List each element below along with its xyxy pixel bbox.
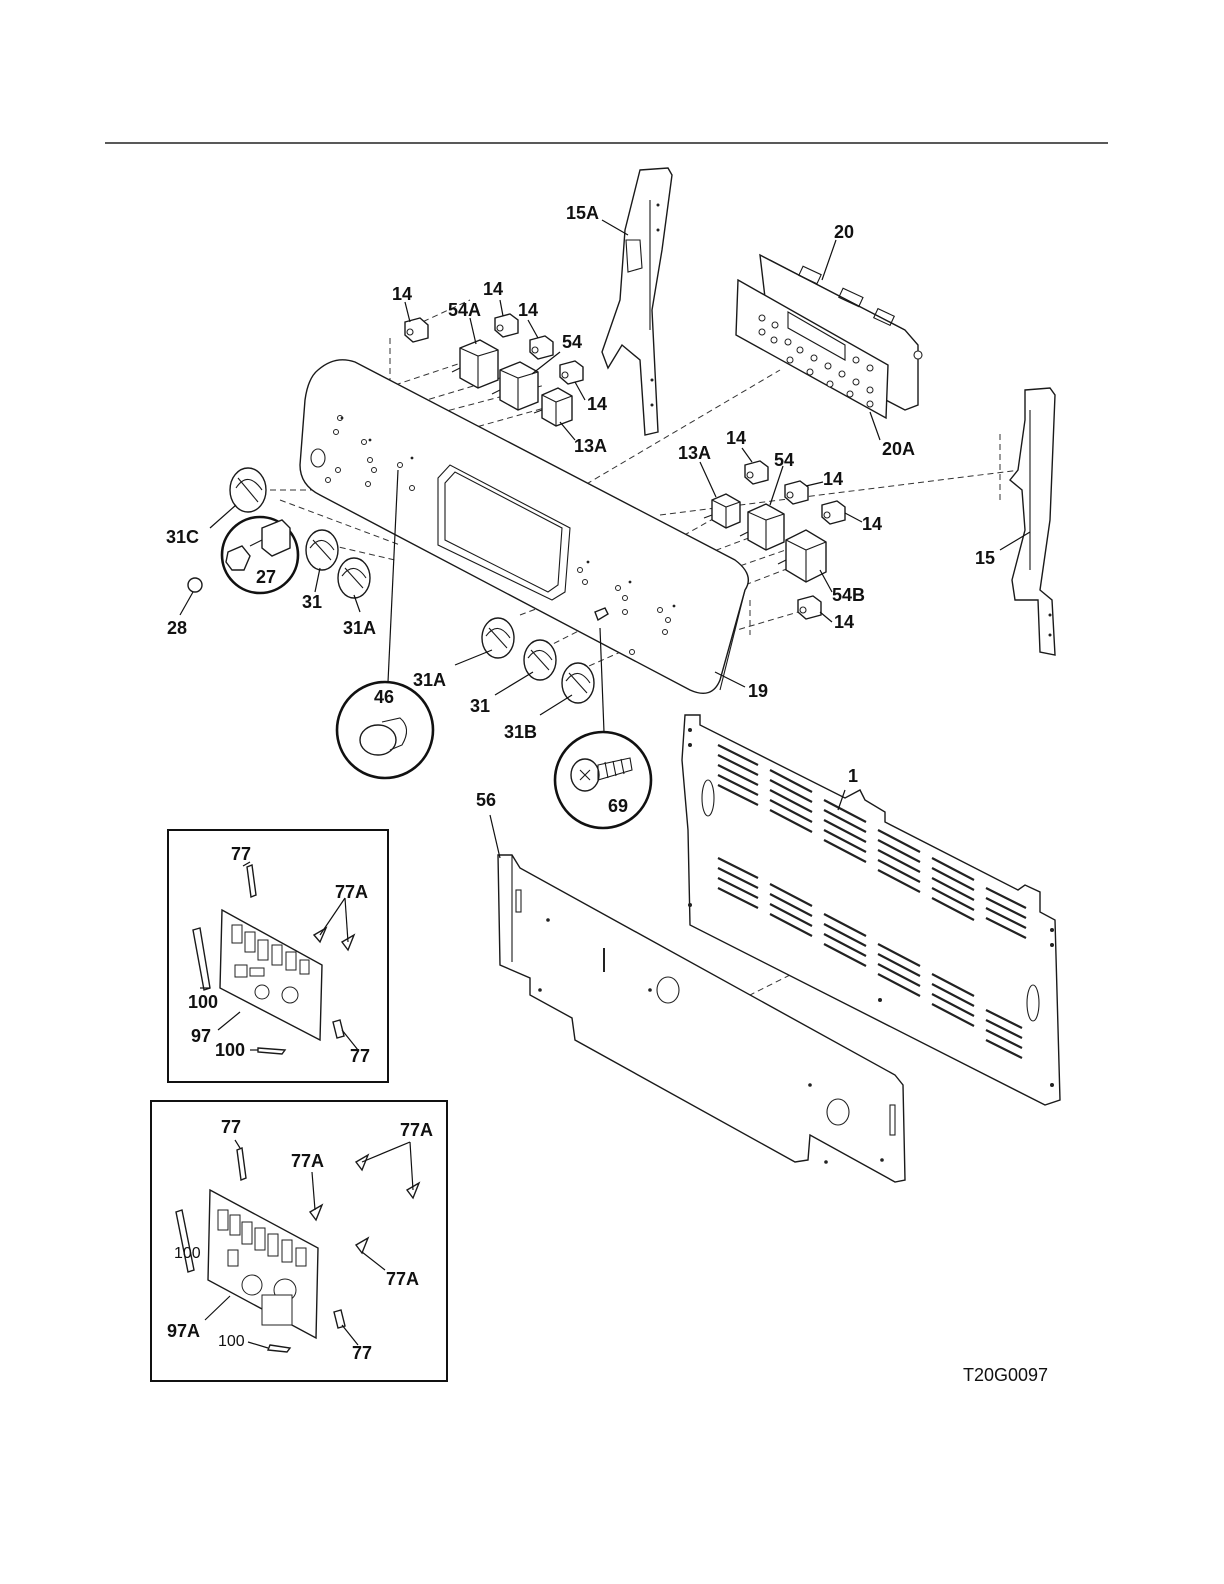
callout-56: 56 [476,790,496,810]
callout-box2-100-top: 100 [174,1245,201,1262]
infinite-switch-13A-right [704,494,740,528]
infinite-switch-54-upper [492,362,538,410]
infinite-switch-54A [452,340,498,388]
callout-14-g: 14 [862,514,882,534]
side-bracket-left-15A [602,168,672,435]
switch-14-right-a [745,461,768,484]
callout-54B: 54B [832,585,865,605]
callout-31A-lower: 31A [413,670,446,690]
callout-31B: 31B [504,722,537,742]
callout-box2-77A-mid: 77A [291,1151,324,1171]
callout-20: 20 [834,222,854,242]
callout-20A: 20A [882,439,915,459]
infinite-switch-54B [778,530,826,582]
callout-13A-upper: 13A [574,436,607,456]
callout-28: 28 [167,618,187,638]
knob-31B [562,663,594,703]
switch-14-right-b [785,481,808,504]
callout-46: 46 [374,687,394,707]
switch-14-upper-c [530,336,553,359]
callout-box1-100-bottom: 100 [215,1040,245,1060]
callout-27: 27 [256,567,276,587]
knob-insert-28 [188,578,202,592]
callout-69: 69 [608,796,628,816]
callout-14-f: 14 [823,469,843,489]
diagram-code: T20G0097 [963,1365,1048,1385]
callout-1: 1 [848,766,858,786]
callout-19: 19 [748,681,768,701]
infinite-switch-54-right [740,504,784,550]
callout-box1-77-top: 77 [231,844,251,864]
callout-14-b: 14 [483,279,503,299]
infinite-switch-13A-upper [534,388,572,426]
callout-31A-left: 31A [343,618,376,638]
callout-31-left: 31 [302,592,322,612]
switch-14-right-c [822,501,845,524]
switch-14-upper-d [560,361,583,384]
callout-31-lower: 31 [470,696,490,716]
callout-14-h: 14 [834,612,854,632]
callout-54-upper: 54 [562,332,582,352]
callout-box1-97: 97 [191,1026,211,1046]
callout-box2-100-bottom: 100 [218,1333,245,1350]
switch-14-right-d [798,596,821,619]
callout-box1-77A: 77A [335,882,368,902]
control-panel-19 [300,360,748,694]
callout-box2-97A: 97A [167,1321,200,1341]
callout-14-d: 14 [587,394,607,414]
callout-box2-77A-top: 77A [400,1120,433,1140]
callout-14-c: 14 [518,300,538,320]
callout-13A-right: 13A [678,443,711,463]
side-bracket-right-15 [1010,388,1055,655]
callout-54A: 54A [448,300,481,320]
callout-box2-77A-bottom: 77A [386,1269,419,1289]
callout-box2-77-top: 77 [221,1117,241,1137]
callout-box2-77-bottom: 77 [352,1343,372,1363]
callout-box1-77-bottom: 77 [350,1046,370,1066]
callout-14-a: 14 [392,284,412,304]
callout-15: 15 [975,548,995,568]
knob-31A-left [338,558,370,598]
knob-31-left [306,530,338,570]
switch-14-upper-b [495,314,518,337]
callout-box1-100-top: 100 [188,992,218,1012]
switch-14-upper-a [405,318,428,342]
callout-15A: 15A [566,203,599,223]
callout-54-right: 54 [774,450,794,470]
callout-31C: 31C [166,527,199,547]
callout-14-e: 14 [726,428,746,448]
